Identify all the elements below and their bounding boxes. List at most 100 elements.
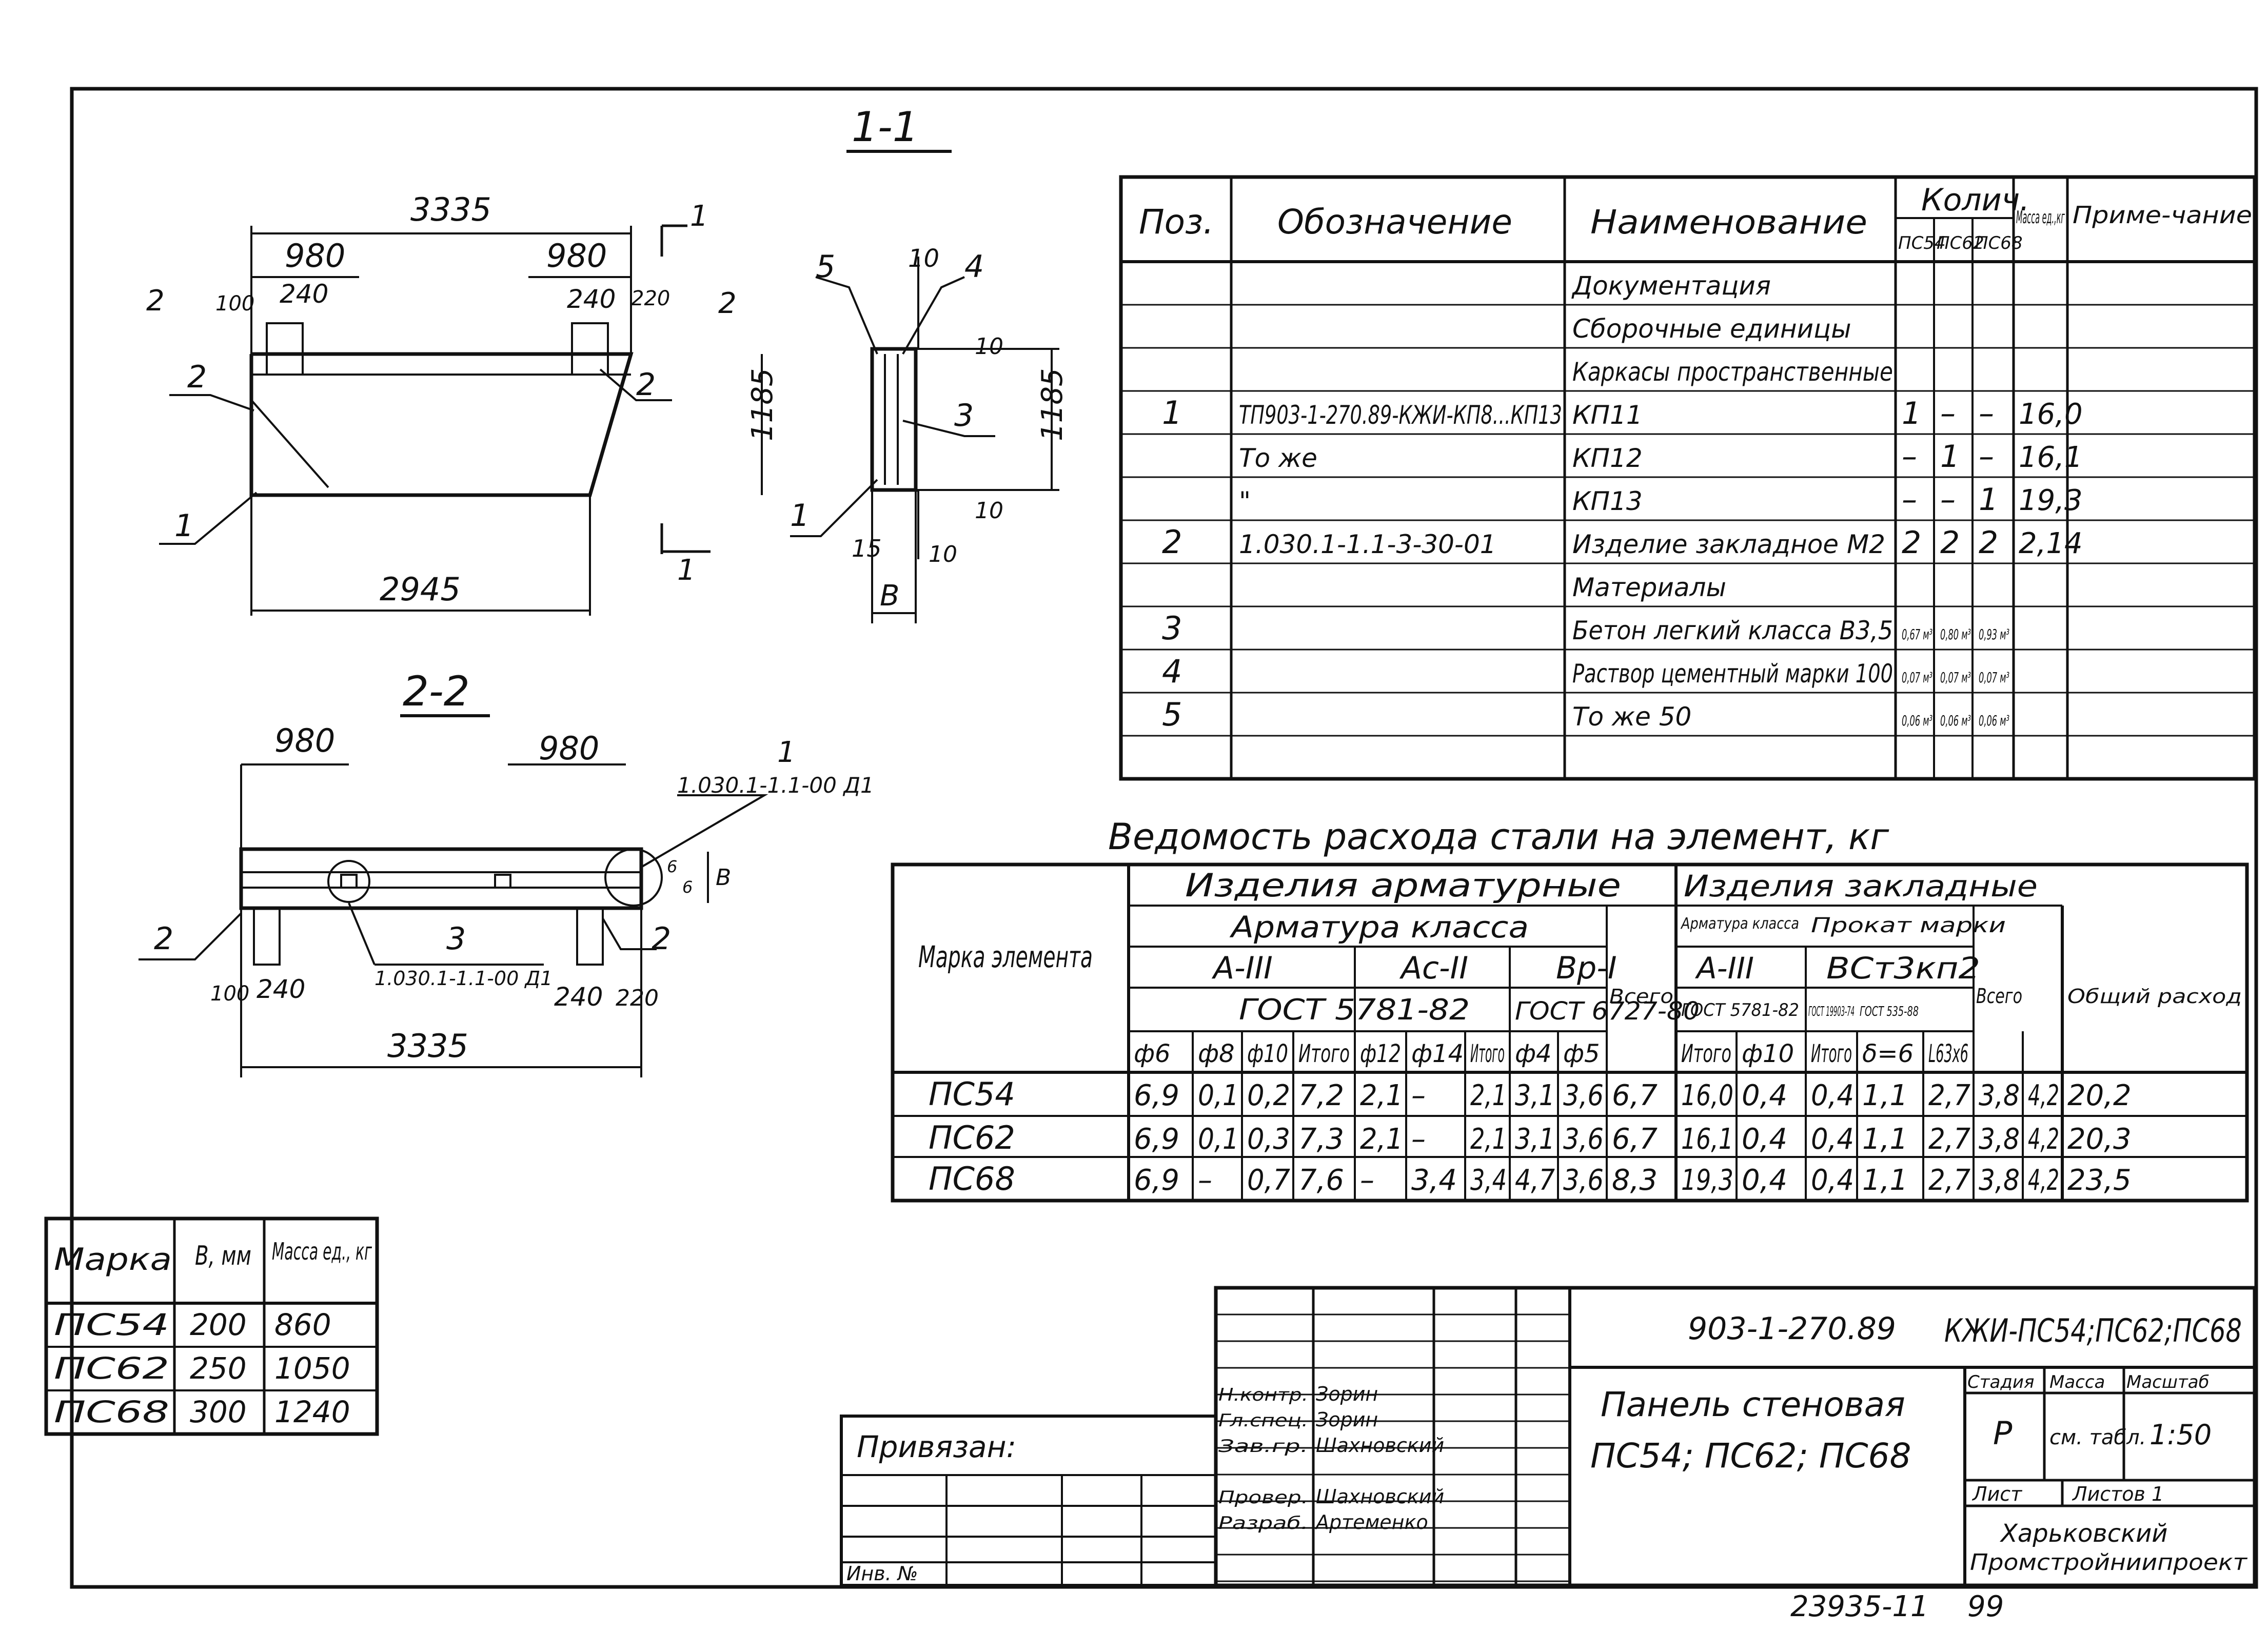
spec-row-pos: 4 [1162, 653, 1182, 690]
spec-row-q1: – [1902, 439, 1917, 475]
tb-sheets-h: Листов 1 [2072, 1483, 2164, 1505]
steel-title: Ведомость расхода стали на элемент, кг [1108, 816, 1889, 858]
steel-cell: 3,1 [1515, 1079, 1555, 1112]
tb-scale: 1:50 [2149, 1419, 2212, 1451]
steel-cell: – [1411, 1123, 1426, 1156]
steel-cell: 2,7 [1928, 1164, 1970, 1197]
spec-row-mass: 16,0 [2019, 398, 2083, 431]
steel-cell: 6,9 [1134, 1123, 1179, 1156]
dim-980-right: 980 [546, 237, 607, 274]
spec-row-q2: – [1940, 482, 1956, 518]
spec-h-designation: Обозначение [1277, 202, 1512, 242]
pos-3-plan: 3 [446, 921, 466, 957]
steel-sub: ф5 [1563, 1039, 1600, 1068]
pos-1: 1 [790, 498, 810, 534]
small-b: B [716, 865, 731, 891]
steel-cell: 4,7 [1515, 1164, 1555, 1197]
footer-left: 23935-11 [1790, 1590, 1929, 1623]
marks-row-b: 300 [190, 1395, 247, 1429]
tb-name: Зорин [1316, 1408, 1378, 1431]
pos-5: 5 [816, 249, 835, 285]
spec-h-q1: ПС54 [1898, 233, 1946, 253]
steel-cell: 1,1 [1862, 1079, 1908, 1112]
steel-sub: Итого [1681, 1039, 1731, 1068]
marks-row-b: 200 [190, 1307, 247, 1342]
steel-cell: 8,3 [1612, 1164, 1658, 1197]
spec-row-q3: 0,07 м³ [1979, 669, 2009, 686]
tb-stage: Р [1993, 1415, 2013, 1452]
steel-cell: 16,0 [1681, 1079, 1733, 1112]
marks-row-mass: 1050 [274, 1351, 350, 1386]
pos-2-plan-right: 2 [652, 921, 671, 957]
tb-title2: ПС54; ПС62; ПС68 [1590, 1436, 1911, 1476]
steel-cell: 2,7 [1928, 1079, 1970, 1112]
spec-row-name: КП13 [1572, 486, 1643, 516]
steel-cell: 3,8 [1979, 1079, 2020, 1112]
spec-row-q2: 0,07 м³ [1940, 669, 1971, 686]
steel-h-armcls: Арматура класса [1229, 910, 1529, 945]
tb-role: Гл.спец. [1218, 1410, 1308, 1431]
steel-h-mark: Марка элемента [918, 939, 1093, 974]
tb-org2: Промстройниипроект [1970, 1549, 2247, 1576]
dim-1185: 1185 [746, 368, 779, 441]
spec-row-name: Документация [1571, 271, 1771, 301]
view-side-section: 10 10 1185 15 10 10 B 5 4 3 1 [790, 244, 1069, 623]
steel-cell: – [1198, 1164, 1212, 1197]
marks-row-mark: ПС62 [54, 1351, 169, 1386]
dim-980-left-2: 980 [274, 722, 335, 759]
steel-sub: ф6 [1134, 1039, 1171, 1068]
steel-cell: 0,3 [1247, 1123, 1290, 1156]
steel-cell: 1,1 [1862, 1164, 1908, 1197]
steel-row-mark: ПС54 [929, 1075, 1015, 1113]
pos-2-right: 2 [636, 367, 656, 403]
tb-mass-h: Масса [2049, 1372, 2105, 1392]
steel-cell: – [1411, 1079, 1426, 1112]
tb-org1: Харьковский [1999, 1519, 2167, 1548]
steel-cell: 4,2 [2028, 1164, 2059, 1197]
marks-row-mark: ПС54 [54, 1307, 169, 1342]
footer-right: 99 [1967, 1590, 2004, 1623]
view-2-2: 2-2 980 980 240 240 220 3335 100 1 1.030… [139, 668, 874, 1077]
steel-cell: – [1360, 1164, 1374, 1197]
marks-row-mass: 860 [274, 1307, 331, 1342]
dim-240-left-2: 240 [257, 974, 305, 1004]
spec-row-mass: 16,1 [2019, 441, 2083, 474]
spec-h-note: Приме-чание [2073, 201, 2252, 229]
steel-sub: ф10 [1742, 1039, 1794, 1068]
dim-100-2: 100 [210, 982, 249, 1006]
spec-row-q1: 0,67 м³ [1902, 626, 1932, 643]
cut-edge [250, 399, 329, 488]
spec-row-name: КП11 [1572, 400, 1643, 430]
dim-10-bottom: 10 [929, 541, 957, 567]
steel-cell: 16,1 [1681, 1123, 1733, 1156]
steel-cell: 2,1 [1470, 1123, 1507, 1156]
steel-h-ac2: Ас-II [1399, 950, 1468, 986]
spec-row-q2: 0,06 м³ [1940, 712, 1971, 729]
steel-cell: 3,8 [1979, 1164, 2020, 1197]
steel-cell: 0,4 [1811, 1123, 1854, 1156]
steel-h-vr1: Вр-I [1556, 950, 1617, 986]
steel-cell: 7,2 [1298, 1079, 1344, 1112]
steel-h-gost5: ГОСТ 535-88 [1860, 1004, 1919, 1019]
tb-role: Провер. [1218, 1487, 1308, 1508]
loop-left [327, 860, 370, 903]
steel-cell: 0,4 [1811, 1079, 1854, 1112]
pos-2-plan-left: 2 [154, 921, 173, 957]
tb-name: Шахновский [1316, 1485, 1444, 1508]
tb-title1: Панель стеновая [1601, 1385, 1905, 1424]
steel-sub: ф4 [1515, 1039, 1552, 1068]
spec-h-qty: Колич. [1921, 182, 2029, 218]
ref-plan-1: 1.030.1-1.1-00 Д1 [677, 773, 874, 798]
steel-sub: ф10 [1247, 1039, 1288, 1068]
dim-3335: 3335 [410, 191, 491, 228]
tb-stage-h: Стадия [1967, 1372, 2034, 1392]
tb-code: 903-1-270.89 [1688, 1311, 1896, 1347]
dim-220: 220 [631, 287, 670, 310]
steel-h-vsego2: Всего [1976, 985, 2022, 1008]
steel-cell: 3,6 [1563, 1123, 1604, 1156]
steel-cell: 3,6 [1563, 1164, 1604, 1197]
steel-cell: 20,2 [2067, 1079, 2132, 1112]
spec-row-q3: 1 [1979, 482, 1998, 518]
spec-row-pos: 1 [1162, 394, 1182, 431]
steel-cell: 3,6 [1563, 1079, 1604, 1112]
